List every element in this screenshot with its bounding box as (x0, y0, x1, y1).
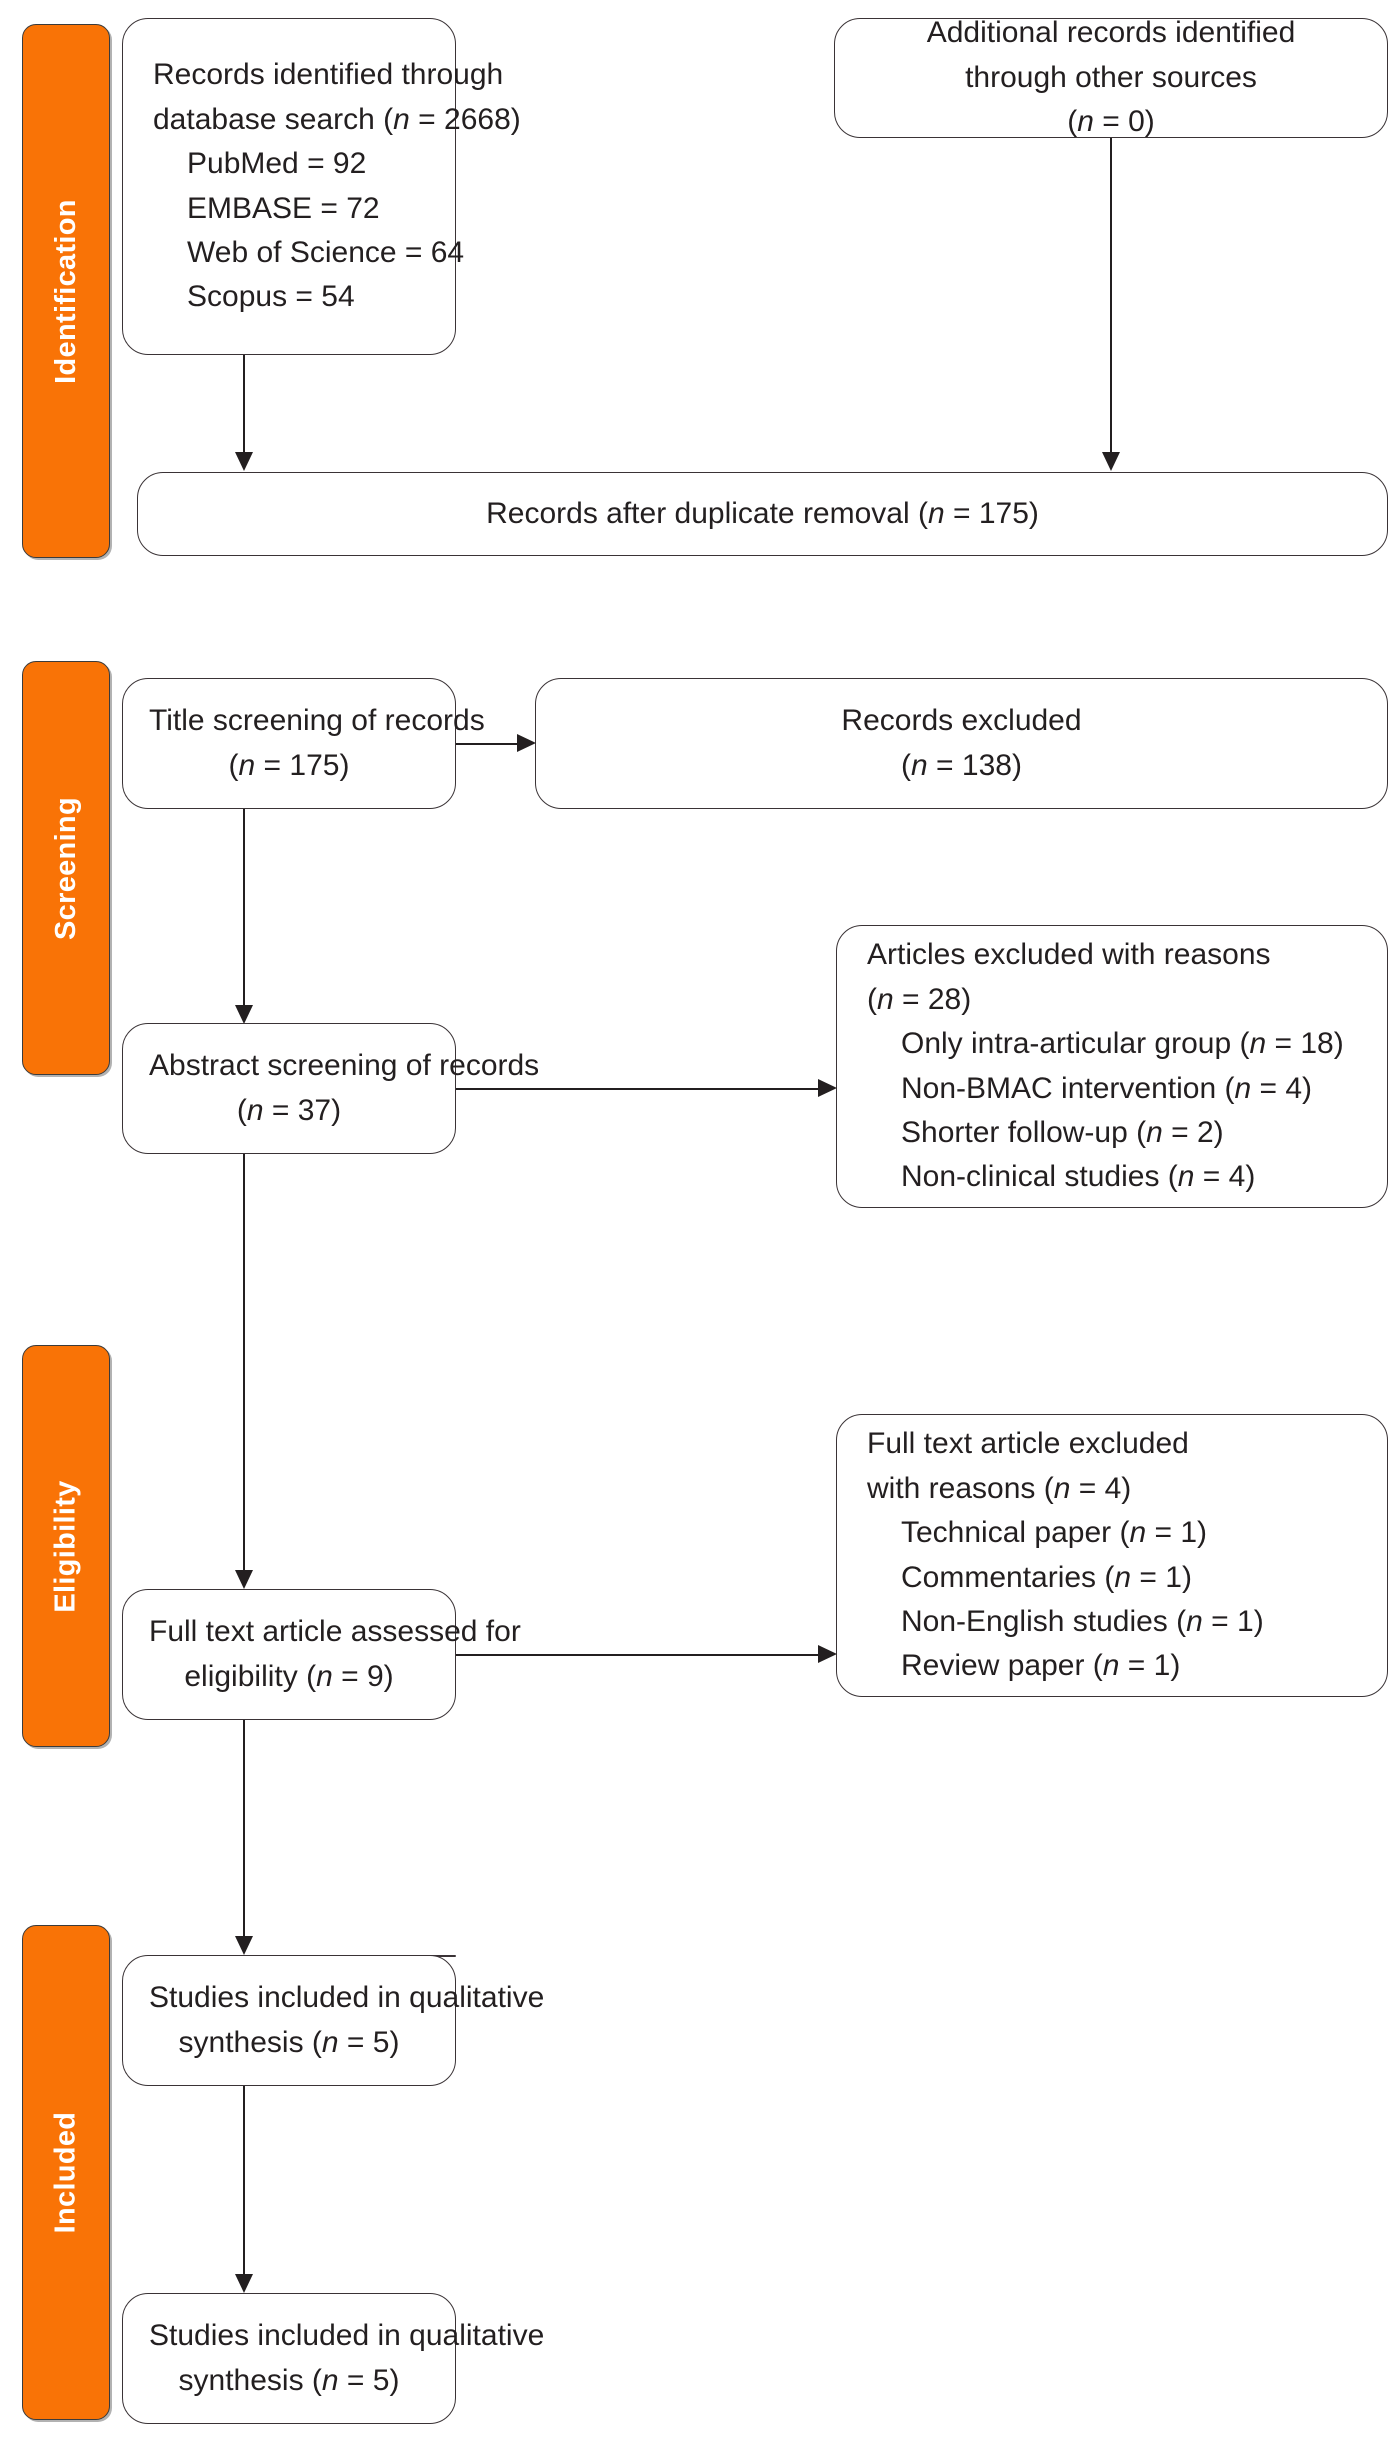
node-line: Records excluded (841, 704, 1082, 738)
node-line: database search (n = 2668) (153, 102, 521, 136)
node-line: Abstract screening of records (149, 1049, 540, 1083)
arrow-abstract-to-excluded (818, 1079, 837, 1097)
node-articles-excluded-reasons: Articles excluded with reasons (n = 28) … (836, 925, 1388, 1208)
node-line: PubMed = 92 (187, 147, 367, 181)
connector-qualitative-to-quantitative (243, 2086, 245, 2276)
arrow-fulltext-to-qualitative (235, 1936, 253, 1955)
node-line: Title screening of records (149, 704, 485, 738)
stage-bar-identification: Identification (22, 24, 110, 558)
node-line: (n = 37) (236, 1093, 342, 1127)
node-records-excluded: Records excluded (n = 138) (535, 678, 1388, 809)
node-line: Non-English studies (n = 1) (901, 1604, 1264, 1638)
node-additional-records: Additional records identified through ot… (834, 16, 1388, 138)
connector-fulltext-to-qualitative (243, 1720, 245, 1938)
arrow-qualitative-to-quantitative (235, 2274, 253, 2293)
arrow-fulltext-to-excluded (818, 1645, 837, 1663)
node-line: Technical paper (n = 1) (901, 1516, 1208, 1550)
node-line: (n = 28) (867, 982, 972, 1016)
node-line: Records after duplicate removal (n = 175… (486, 496, 1039, 530)
node-full-text-excluded: Full text article excluded with reasons … (836, 1414, 1388, 1697)
node-line: Non-clinical studies (n = 4) (901, 1160, 1256, 1194)
stage-label-identification: Identification (49, 198, 82, 384)
node-line: Only intra-articular group (n = 18) (901, 1027, 1344, 1061)
stage-bar-screening: Screening (22, 661, 110, 1075)
node-line: Studies included in qualitative (149, 1981, 545, 2015)
node-line: Full text article assessed for (149, 1615, 521, 1649)
connector-fulltext-to-excluded (456, 1654, 820, 1656)
node-line: Articles excluded with reasons (867, 938, 1271, 972)
node-qualitative-synthesis-box: Studies included in qualitative synthesi… (122, 1955, 545, 2086)
node-line: EMBASE = 72 (187, 191, 380, 225)
node-line: through other sources (965, 60, 1257, 94)
stage-label-screening: Screening (49, 796, 82, 940)
node-line: synthesis (n = 5) (178, 2363, 400, 2397)
node-line: eligibility (n = 9) (184, 1659, 394, 1693)
connector-abstract-to-excluded (456, 1088, 820, 1090)
arrow-identified-to-duplicates (235, 452, 253, 471)
node-line: Additional records identified (926, 16, 1296, 50)
node-line: Review paper (n = 1) (901, 1649, 1181, 1683)
node-line: (n = 0) (1067, 105, 1155, 139)
arrow-additional-to-duplicates (1102, 452, 1120, 471)
node-line: Studies included in qualitative (149, 2319, 545, 2353)
connector-additional-to-duplicates (1110, 138, 1112, 454)
node-line: Non-BMAC intervention (n = 4) (901, 1071, 1313, 1105)
node-line: Records identified through (153, 58, 504, 92)
node-line: Scopus = 54 (187, 280, 355, 314)
node-line: (n = 175) (228, 748, 350, 782)
node-abstract-screening: Abstract screening of records (n = 37) (122, 1023, 540, 1154)
connector-identified-to-duplicates (243, 355, 245, 454)
connector-abstract-to-fulltext (243, 1154, 245, 1572)
node-line: Shorter follow-up (n = 2) (901, 1115, 1224, 1149)
node-line: Web of Science = 64 (187, 235, 465, 269)
connector-title-to-abstract (243, 809, 245, 1007)
node-records-identified: Records identified through database sear… (122, 18, 521, 355)
arrow-title-to-abstract (235, 1005, 253, 1024)
node-title-screening: Title screening of records (n = 175) (122, 678, 485, 809)
connector-title-to-excluded (456, 743, 519, 745)
node-quantitative-synthesis: Studies included in qualitative synthesi… (122, 2293, 545, 2424)
node-line: Commentaries (n = 1) (901, 1560, 1192, 1594)
stage-label-eligibility: Eligibility (49, 1479, 82, 1613)
node-line: synthesis (n = 5) (178, 2025, 400, 2059)
node-full-text-assessed: Full text article assessed for eligibili… (122, 1589, 521, 1720)
node-line: Full text article excluded (867, 1427, 1189, 1461)
node-line: with reasons (n = 4) (867, 1471, 1132, 1505)
arrow-title-to-excluded (517, 734, 536, 752)
stage-label-included: Included (49, 2111, 82, 2234)
stage-bar-included: Included (22, 1925, 110, 2420)
arrow-abstract-to-fulltext (235, 1570, 253, 1589)
stage-bar-eligibility: Eligibility (22, 1345, 110, 1747)
node-line: (n = 138) (901, 748, 1022, 782)
node-records-after-duplicates: Records after duplicate removal (n = 175… (137, 472, 1388, 556)
